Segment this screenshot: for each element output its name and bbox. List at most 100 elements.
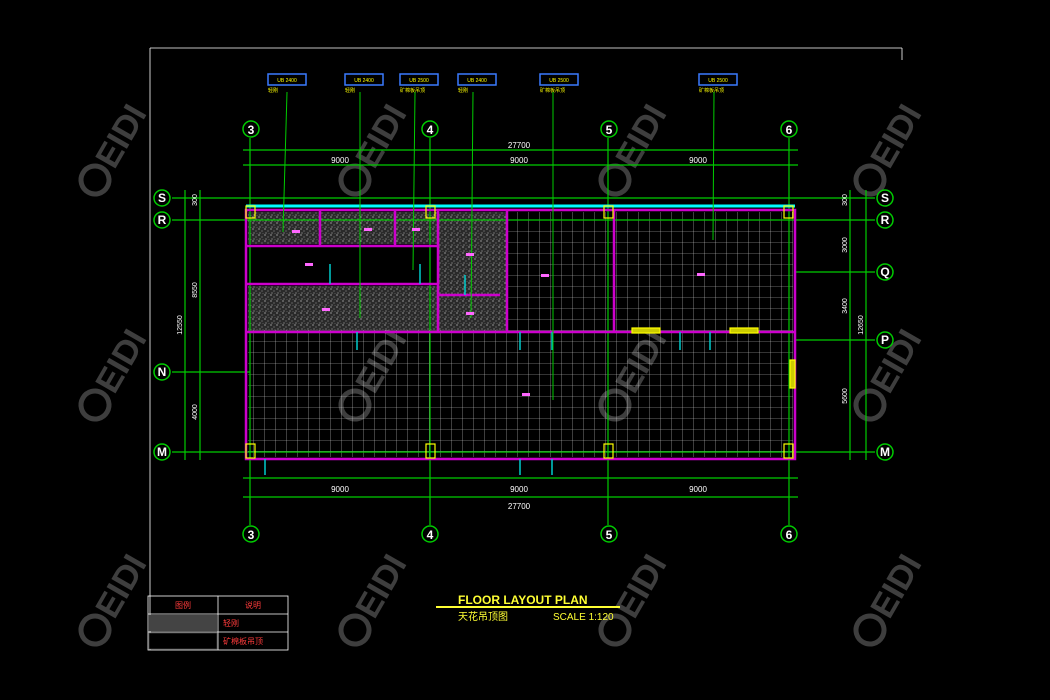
grid-bubble-col-6-bottom: 6 bbox=[780, 525, 798, 543]
plan-scale: SCALE 1:120 bbox=[553, 612, 614, 623]
watermark-logo: EIDI bbox=[853, 98, 929, 197]
svg-text:3: 3 bbox=[248, 123, 255, 137]
watermark-logo: EIDI bbox=[598, 548, 674, 647]
ceiling-tag: UB 2500 矿棉板吊顶 bbox=[539, 73, 579, 400]
dim-left-total: 12550 bbox=[177, 315, 184, 335]
svg-text:矿棉板吊顶: 矿棉板吊顶 bbox=[699, 87, 724, 94]
svg-text:P: P bbox=[881, 333, 889, 347]
svg-text:6: 6 bbox=[786, 528, 793, 542]
svg-text:S: S bbox=[158, 191, 166, 205]
svg-text:M: M bbox=[157, 445, 167, 459]
light-fixtures bbox=[292, 228, 705, 396]
dim-left-small: 300 bbox=[192, 194, 199, 206]
grid-bubble-row-q-right: Q bbox=[876, 263, 894, 281]
grid-bubble-row-m-right: M bbox=[876, 443, 894, 461]
watermark-logo: EIDI bbox=[78, 323, 154, 422]
plan-title: FLOOR LAYOUT PLAN bbox=[458, 593, 588, 607]
svg-text:Q: Q bbox=[880, 265, 889, 279]
svg-text:R: R bbox=[158, 213, 167, 227]
mineral-board-area bbox=[248, 286, 438, 330]
svg-text:EIDI: EIDI bbox=[608, 98, 674, 174]
title-block: FLOOR LAYOUT PLAN 天花吊顶图 SCALE 1:120 bbox=[436, 593, 620, 623]
door-openings bbox=[264, 264, 711, 475]
grid-bubble-row-m-left: M bbox=[153, 443, 171, 461]
watermark-logo: EIDI bbox=[853, 548, 929, 647]
grid-bubble-col-3-bottom: 3 bbox=[242, 525, 260, 543]
sheet-border bbox=[149, 47, 903, 650]
grid-bubble-row-p-right: P bbox=[876, 331, 894, 349]
grid-bubble-row-s-left: S bbox=[153, 189, 171, 207]
dim-right-total: 12650 bbox=[858, 315, 865, 335]
legend-table: 图例 说明 轻刚 矿棉板吊顶 bbox=[147, 595, 289, 651]
svg-text:轻刚: 轻刚 bbox=[268, 87, 278, 94]
grid-bubble-row-r-left: R bbox=[153, 211, 171, 229]
svg-text:EIDI: EIDI bbox=[608, 548, 674, 624]
dim-right-top: 3000 bbox=[842, 237, 849, 253]
svg-text:R: R bbox=[881, 213, 890, 227]
grid-bubble-row-r-right: R bbox=[876, 211, 894, 229]
ceiling-tags: UB 2400 轻刚 UB 2400 轻刚 UB 2500 矿棉板吊顶 UB 2… bbox=[267, 73, 738, 400]
dim-top-span: 9000 bbox=[331, 156, 349, 165]
svg-text:EIDI: EIDI bbox=[863, 548, 929, 624]
svg-text:UB 2400: UB 2400 bbox=[467, 78, 487, 84]
svg-text:5: 5 bbox=[606, 528, 613, 542]
dim-right-mid: 3400 bbox=[842, 298, 849, 314]
svg-text:UB 2500: UB 2500 bbox=[409, 78, 429, 84]
grid-bubble-col-4: 4 bbox=[421, 120, 439, 138]
legend-header: 图例 bbox=[175, 600, 191, 610]
svg-text:UB 2400: UB 2400 bbox=[354, 78, 374, 84]
dim-bottom-span: 9000 bbox=[689, 485, 707, 494]
dim-left-lower: 4000 bbox=[192, 404, 199, 420]
svg-text:EIDI: EIDI bbox=[88, 548, 154, 624]
dim-right-small: 300 bbox=[842, 194, 849, 206]
ceiling-tag: UB 2400 轻刚 bbox=[344, 73, 384, 318]
ceiling-tag: UB 2500 矿棉板吊顶 bbox=[698, 73, 738, 241]
watermark-logo: EIDI bbox=[78, 548, 154, 647]
mineral-board-area bbox=[248, 212, 438, 244]
svg-text:轻刚: 轻刚 bbox=[458, 87, 468, 94]
plan-subtitle: 天花吊顶图 bbox=[458, 610, 508, 623]
svg-text:UB 2500: UB 2500 bbox=[549, 78, 569, 84]
svg-text:5: 5 bbox=[606, 123, 613, 137]
svg-text:EIDI: EIDI bbox=[348, 548, 414, 624]
svg-text:3: 3 bbox=[248, 528, 255, 542]
grid-bubble-row-n-left: N bbox=[153, 363, 171, 381]
svg-text:4: 4 bbox=[427, 123, 434, 137]
dim-top-total: 27700 bbox=[508, 141, 531, 150]
grid-bubble-col-5-bottom: 5 bbox=[600, 525, 618, 543]
svg-text:S: S bbox=[881, 191, 889, 205]
grid-bubble-col-4-bottom: 4 bbox=[421, 525, 439, 543]
svg-text:M: M bbox=[880, 445, 890, 459]
svg-text:4: 4 bbox=[427, 528, 434, 542]
svg-text:EIDI: EIDI bbox=[88, 323, 154, 399]
ceiling-tag: UB 2400 轻刚 bbox=[457, 73, 497, 319]
grid-bubble-row-s-right: S bbox=[876, 189, 894, 207]
corridor-void bbox=[248, 244, 438, 286]
legend-header: 说明 bbox=[245, 600, 261, 610]
grid-bubble-col-3: 3 bbox=[242, 120, 260, 138]
grid-bubbles: 3 4 5 6 3 4 5 6 bbox=[153, 120, 894, 543]
svg-text:UB 2500: UB 2500 bbox=[708, 78, 728, 84]
svg-text:EIDI: EIDI bbox=[863, 323, 929, 399]
dim-right-bottom: 5600 bbox=[842, 388, 849, 404]
svg-text:6: 6 bbox=[786, 123, 793, 137]
ceiling-tag: UB 2500 矿棉板吊顶 bbox=[399, 73, 439, 271]
legend-row: 矿棉板吊顶 bbox=[223, 636, 263, 646]
svg-text:轻刚: 轻刚 bbox=[345, 87, 355, 94]
svg-text:EIDI: EIDI bbox=[863, 98, 929, 174]
ceiling-tag: UB 2400 轻刚 bbox=[267, 73, 307, 233]
svg-text:EIDI: EIDI bbox=[348, 98, 414, 174]
grid-bubble-col-6: 6 bbox=[780, 120, 798, 138]
dim-top-span: 9000 bbox=[689, 156, 707, 165]
dim-left-upper: 8550 bbox=[192, 282, 199, 298]
svg-text:N: N bbox=[158, 365, 167, 379]
svg-text:矿棉板吊顶: 矿棉板吊顶 bbox=[540, 87, 565, 94]
dim-bottom-span: 9000 bbox=[510, 485, 528, 494]
svg-text:UB 2400: UB 2400 bbox=[277, 78, 297, 84]
svg-text:EIDI: EIDI bbox=[88, 98, 154, 174]
dimension-labels: 27700 9000 9000 9000 9000 9000 9000 2770… bbox=[177, 141, 865, 511]
watermark-logo: EIDI bbox=[338, 548, 414, 647]
dim-bottom-total: 27700 bbox=[508, 502, 531, 511]
watermark-logo: EIDI bbox=[78, 98, 154, 197]
